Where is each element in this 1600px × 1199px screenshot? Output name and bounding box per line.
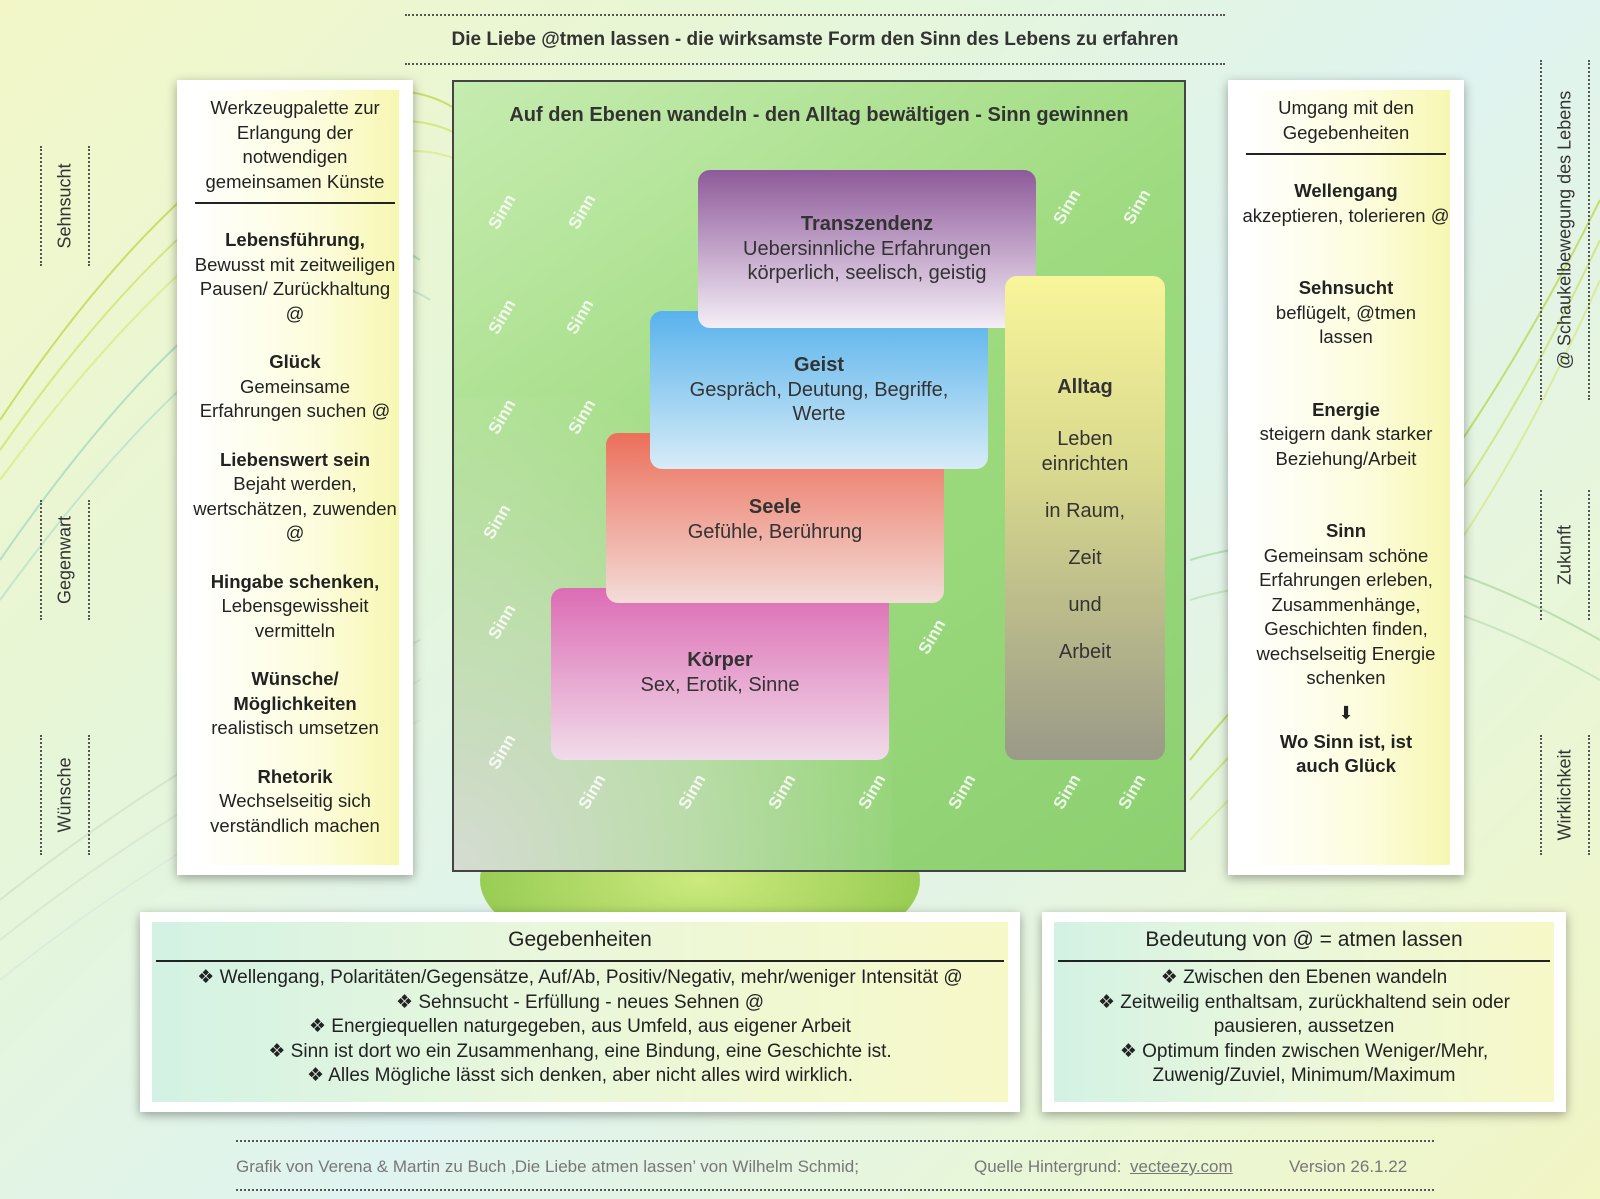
list-item: Wellengang, Polaritäten/Gegensätze, Auf/… <box>152 966 1008 991</box>
main-title: Auf den Ebenen wandeln - den Alltag bewä… <box>509 104 1129 126</box>
alltag-column: Alltag Leben einrichten in Raum, Zeit un… <box>1005 276 1165 760</box>
right-panel-heading: Umgang mit den Gegebenheiten <box>1246 90 1446 155</box>
label-sehnsucht: Sehnsucht <box>40 146 90 266</box>
list-item: Alles Mögliche lässt sich denken, aber n… <box>152 1064 1008 1089</box>
sinn-watermark: Sinn <box>564 191 600 233</box>
label-gegenwart: Gegenwart <box>40 500 90 620</box>
sinn-watermark: Sinn <box>1114 771 1150 813</box>
alltag-title: Alltag <box>1057 376 1113 398</box>
footer-line-bottom <box>236 1189 1434 1191</box>
footer-version: Version 26.1.22 <box>1289 1157 1408 1176</box>
sinn-watermark: Sinn <box>484 191 520 233</box>
list-item: Optimum finden zwischen Weniger/Mehr, Zu… <box>1070 1040 1538 1089</box>
atmen-lassen-heading: Bedeutung von @ = atmen lassen <box>1058 922 1550 962</box>
atmen-lassen-box: Bedeutung von @ = atmen lassen Zwischen … <box>1042 912 1566 1112</box>
alltag-line: und <box>1068 594 1102 616</box>
footer-credit: Grafik von Verena & Martin zu Buch ‚Die … <box>236 1157 859 1176</box>
footer-line-top <box>236 1140 1434 1142</box>
title-line-top <box>405 14 1225 16</box>
title-line-bottom <box>405 63 1225 65</box>
alltag-line: Zeit <box>1068 547 1102 569</box>
label-wuensche: Wünsche <box>40 735 90 855</box>
alltag-line: in Raum, <box>1044 500 1126 522</box>
footer-source-label: Quelle Hintergrund: <box>974 1157 1122 1176</box>
sinn-watermark: Sinn <box>484 296 520 338</box>
sinn-watermark: Sinn <box>914 616 950 658</box>
alltag-line: Leben einrichten <box>1041 428 1129 475</box>
left-item-hingabe: Hingabe schenken,Lebensgewissheit vermit… <box>210 570 380 641</box>
sinn-watermark: Sinn <box>1049 771 1085 813</box>
list-item: Zwischen den Ebenen wandeln <box>1070 966 1538 991</box>
list-item: Energiequellen naturgegeben, aus Umfeld,… <box>152 1015 1008 1040</box>
right-conclusion: Wo Sinn ist, ist auch Glück <box>1279 730 1413 777</box>
sinn-watermark: Sinn <box>1119 186 1155 228</box>
label-wirklichkeit: Wirklichkeit <box>1540 735 1590 855</box>
footer-source-link[interactable]: vecteezy.com <box>1130 1157 1233 1176</box>
left-item-lebensfuehrung: Lebensführung,Bewusst mit zeitweiligen P… <box>194 229 396 324</box>
alltag-line: Arbeit <box>1058 641 1112 663</box>
gegebenheiten-heading: Gegebenheiten <box>156 922 1004 962</box>
left-panel: Werkzeugpalette zur Erlangung der notwen… <box>177 80 413 875</box>
atmen-lassen-list: Zwischen den Ebenen wandeln Zeitweilig e… <box>1054 962 1554 1089</box>
sinn-watermark: Sinn <box>562 296 598 338</box>
arrow-down-icon: ⬇ <box>1338 702 1354 723</box>
page-title: Die Liebe @tmen lassen - die wirksamste … <box>451 29 1179 50</box>
gegebenheiten-box: Gegebenheiten Wellengang, Polaritäten/Ge… <box>140 912 1020 1112</box>
label-zukunft: Zukunft <box>1540 490 1590 620</box>
list-item: Sinn ist dort wo ein Zusammenhang, eine … <box>152 1040 1008 1065</box>
gegebenheiten-list: Wellengang, Polaritäten/Gegensätze, Auf/… <box>152 962 1008 1089</box>
list-item: Zeitweilig enthaltsam, zurückhaltend sei… <box>1070 991 1538 1040</box>
sinn-watermark: Sinn <box>944 771 980 813</box>
left-panel-heading: Werkzeugpalette zur Erlangung der notwen… <box>195 90 395 204</box>
label-schaukelbewegung: @ Schaukelbewegung des Lebens <box>1540 60 1590 400</box>
sinn-watermark: Sinn <box>1049 186 1085 228</box>
list-item: Sehnsucht - Erfüllung - neues Sehnen @ <box>152 991 1008 1016</box>
